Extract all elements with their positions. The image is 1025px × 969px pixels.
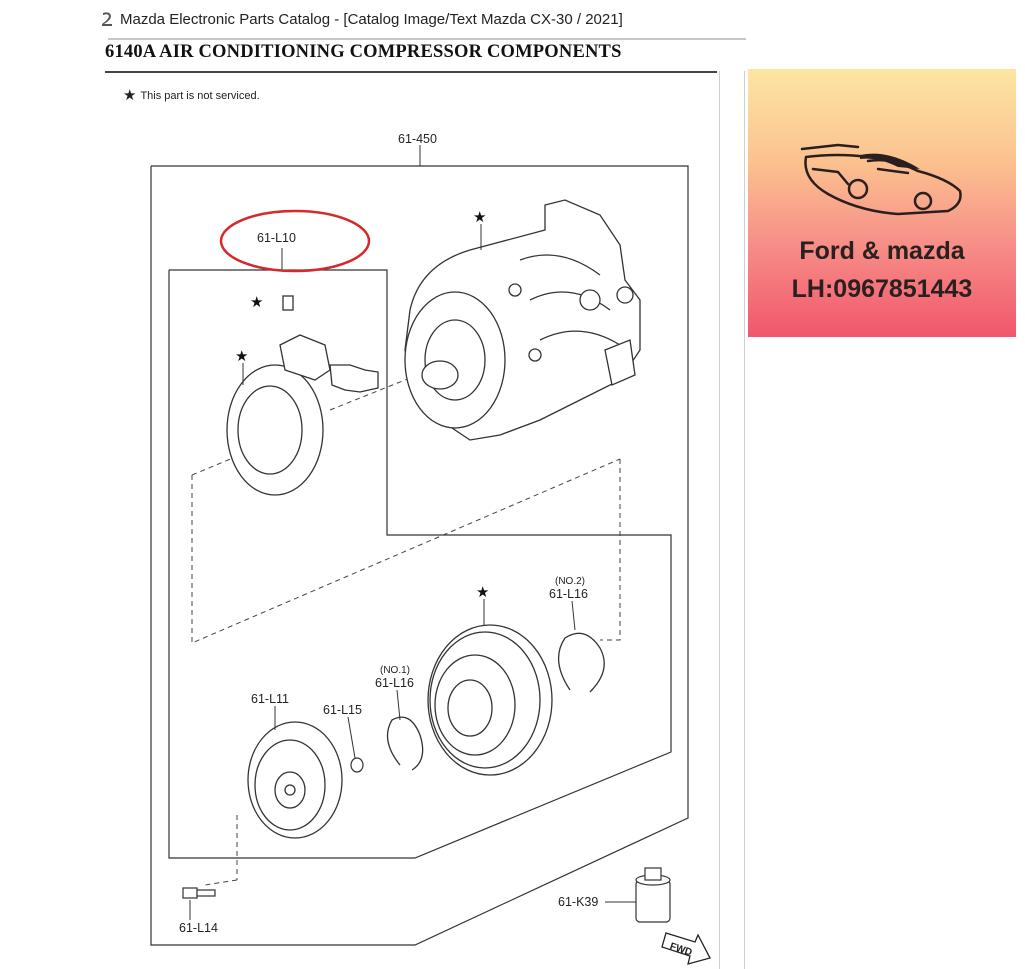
assembly-outline — [150, 165, 689, 946]
star-icon: ★ — [250, 294, 263, 311]
ad-phone: LH:0967851443 — [791, 275, 973, 303]
shim — [350, 757, 364, 773]
pulley — [427, 624, 553, 776]
clutch-group-outline — [168, 269, 672, 859]
pressure-plate-label: 61-L11 — [251, 692, 289, 706]
snap-ring-2-note: (NO.2) — [555, 576, 585, 587]
oil-label: 61-K39 — [558, 895, 598, 909]
assembly-label: 61-450 — [398, 132, 437, 146]
service-note: ★ This part is not serviced. — [123, 88, 260, 103]
pressure-plate — [247, 721, 343, 839]
star-icon: ★ — [235, 348, 248, 365]
ad-card: Ford & mazda LH:0967851443 — [748, 69, 1016, 337]
clutch-set-label: 61-L10 — [257, 231, 296, 245]
window-title: Mazda Electronic Parts Catalog - [Catalo… — [120, 10, 623, 28]
highlight-circle — [219, 209, 371, 273]
star-icon: ★ — [473, 209, 486, 226]
front-direction-arrow: FWD — [661, 932, 711, 965]
catalog-app-icon — [102, 12, 112, 26]
compressor-body — [404, 199, 641, 441]
heading-rule — [105, 71, 717, 73]
section-heading: 6140A AIR CONDITIONING COMPRESSOR COMPON… — [105, 42, 622, 62]
bolt — [182, 887, 216, 899]
star-icon: ★ — [476, 584, 489, 601]
bolt-label: 61-L14 — [179, 921, 218, 935]
snap-ring-1 — [386, 716, 424, 771]
snap-ring-2 — [558, 632, 605, 693]
ad-title: Ford & mazda — [799, 237, 965, 265]
titlebar-divider — [108, 38, 746, 40]
shim-label: 61-L15 — [323, 703, 362, 717]
field-coil — [226, 295, 379, 496]
snap-ring-1-label: 61-L16 — [375, 676, 414, 690]
snap-ring-1-note: (NO.1) — [380, 665, 410, 676]
service-note-text: This part is not serviced. — [140, 89, 260, 102]
oil-bottle — [635, 867, 671, 923]
star-icon: ★ — [123, 87, 137, 104]
snap-ring-2-label: 61-L16 — [549, 587, 588, 601]
sports-car-icon — [800, 143, 962, 216]
page-edge-line — [719, 71, 720, 969]
page-edge-line — [744, 71, 745, 969]
window-titlebar: Mazda Electronic Parts Catalog - [Catalo… — [100, 6, 623, 32]
